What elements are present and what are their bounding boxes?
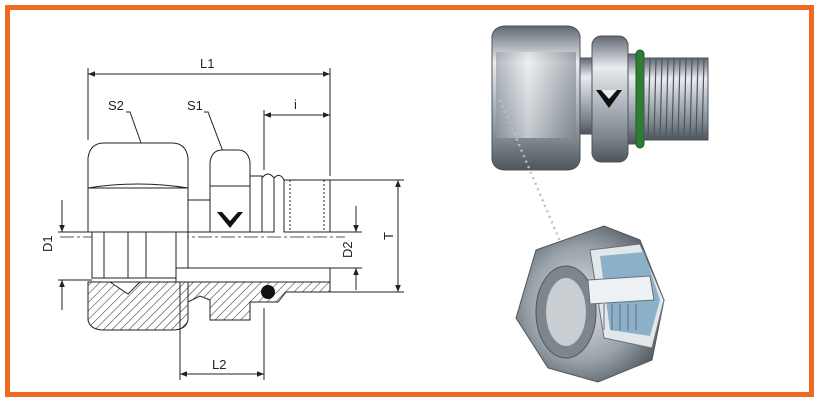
technical-drawing [58, 68, 404, 380]
chevron-v-logo-icon [217, 212, 243, 228]
dimension-l1 [87, 68, 331, 176]
label-l1: L1 [200, 56, 214, 71]
label-l2: L2 [212, 357, 226, 372]
dimension-d1 [58, 200, 92, 310]
label-i: i [294, 97, 297, 112]
thread [643, 57, 709, 141]
dimension-l2 [179, 282, 265, 380]
cutaway-detail [515, 225, 665, 383]
label-d1: D1 [40, 235, 55, 252]
o-ring-icon [635, 49, 645, 149]
label-s1: S1 [187, 98, 203, 113]
product-render [491, 25, 709, 171]
dimension-d2 [330, 206, 362, 290]
label-d2: D2 [340, 241, 355, 258]
label-t: T [381, 232, 396, 240]
upper-exterior [87, 142, 331, 233]
o-ring-icon [261, 285, 275, 299]
detail-guide-line [498, 99, 570, 261]
chevron-v-logo-icon [596, 90, 622, 108]
orange-border [5, 5, 814, 397]
lower-section [87, 231, 331, 331]
label-s2: S2 [108, 98, 124, 113]
dimension-t [330, 179, 404, 293]
dimension-i [263, 110, 330, 170]
